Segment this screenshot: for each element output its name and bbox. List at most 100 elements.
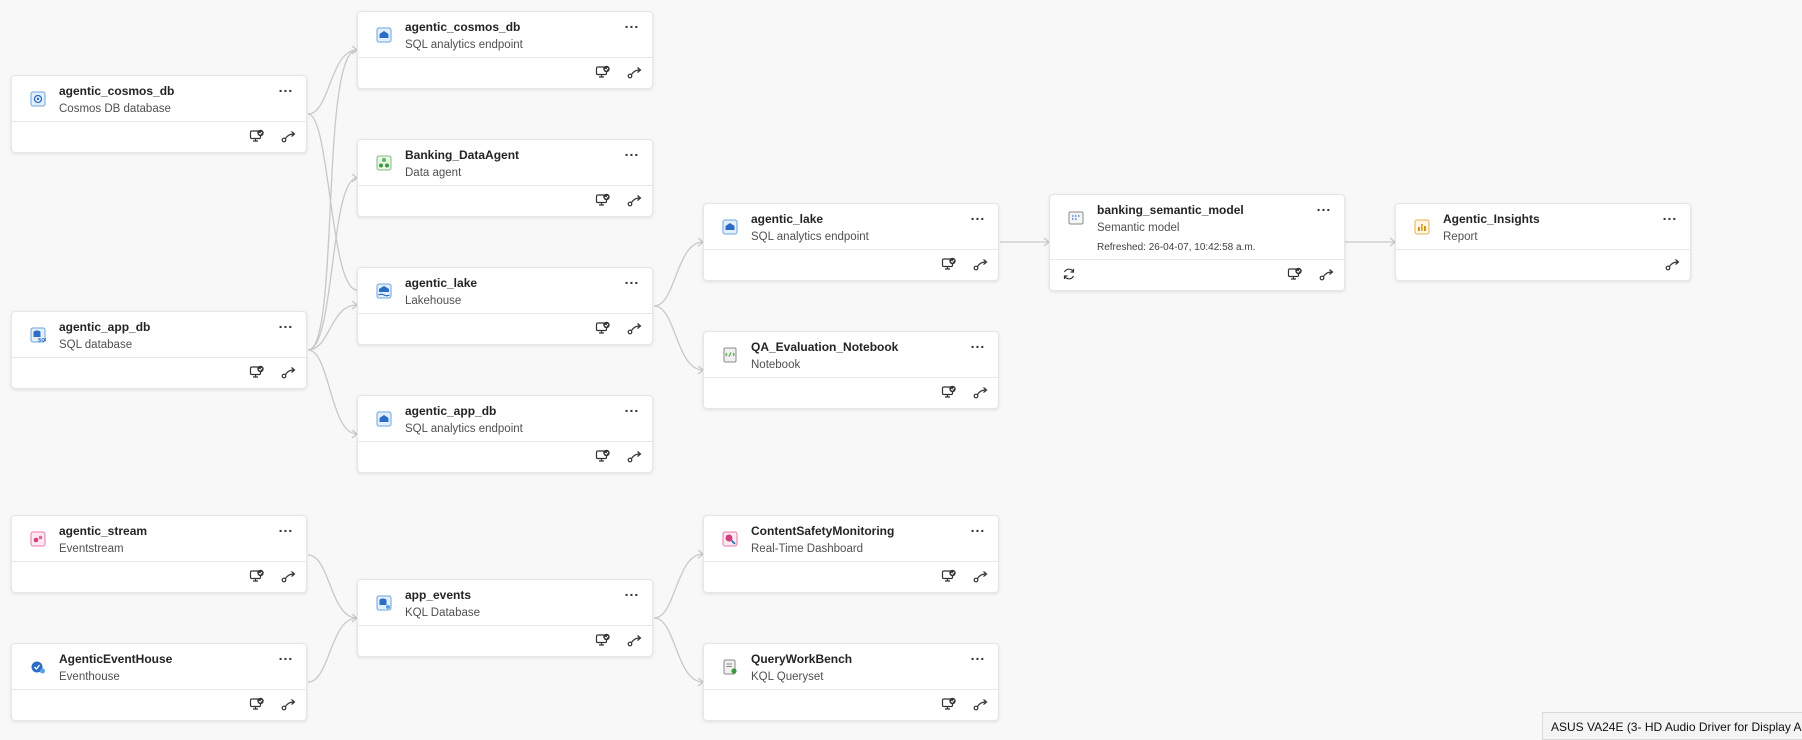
node-kql-db[interactable]: app_events KQL Database ...	[357, 579, 653, 657]
node-type: Semantic model	[1097, 222, 1180, 234]
lineage-icon[interactable]	[280, 567, 298, 585]
node-app-db[interactable]: SQL agentic_app_db SQL database ...	[11, 311, 307, 389]
more-options-button[interactable]: ...	[624, 143, 640, 159]
node-name: banking_semantic_model	[1097, 203, 1244, 217]
lineage-icon[interactable]	[1664, 255, 1682, 273]
node-type: Eventstream	[59, 543, 124, 555]
data-agent-icon	[375, 154, 393, 172]
impact-analysis-icon[interactable]	[594, 631, 612, 649]
node-name: agentic_stream	[59, 524, 148, 538]
report-icon	[1413, 218, 1431, 236]
lakehouse-icon	[375, 282, 393, 300]
node-name: AgenticEventHouse	[59, 652, 173, 666]
more-options-button[interactable]: ...	[624, 583, 640, 599]
impact-analysis-icon[interactable]	[248, 695, 266, 713]
node-lake-endpoint[interactable]: agentic_lake SQL analytics endpoint ...	[703, 203, 999, 281]
impact-analysis-icon[interactable]	[940, 695, 958, 713]
node-name: agentic_lake	[405, 276, 478, 290]
impact-analysis-icon[interactable]	[248, 567, 266, 585]
node-name: agentic_cosmos_db	[59, 84, 175, 98]
impact-analysis-icon[interactable]	[940, 383, 958, 401]
node-semantic-model[interactable]: banking_semantic_model Semantic model Re…	[1049, 194, 1345, 291]
more-options-button[interactable]: ...	[278, 315, 294, 331]
lineage-icon[interactable]	[626, 191, 644, 209]
sql-endpoint-icon	[375, 410, 393, 428]
more-options-button[interactable]: ...	[624, 399, 640, 415]
node-eventhouse[interactable]: AgenticEventHouse Eventhouse ...	[11, 643, 307, 721]
impact-analysis-icon[interactable]	[248, 127, 266, 145]
lineage-icon[interactable]	[280, 695, 298, 713]
node-app-db-endpoint[interactable]: agentic_app_db SQL analytics endpoint ..…	[357, 395, 653, 473]
node-cosmos-db[interactable]: agentic_cosmos_db Cosmos DB database ...	[11, 75, 307, 153]
more-options-button[interactable]: ...	[624, 15, 640, 31]
more-options-button[interactable]: ...	[278, 647, 294, 663]
node-type: Notebook	[751, 359, 801, 371]
impact-analysis-icon[interactable]	[248, 363, 266, 381]
lineage-icon[interactable]	[626, 63, 644, 81]
node-name: Agentic_Insights	[1443, 212, 1540, 226]
realtime-dashboard-icon	[721, 530, 739, 548]
lineage-icon[interactable]	[1318, 265, 1336, 283]
impact-analysis-icon[interactable]	[940, 567, 958, 585]
more-options-button[interactable]: ...	[970, 207, 986, 223]
cosmos-db-icon	[29, 90, 47, 108]
edge-eventhouse-to-kql-db	[307, 617, 358, 683]
node-name: app_events	[405, 588, 472, 602]
node-name: agentic_cosmos_db	[405, 20, 521, 34]
more-options-button[interactable]: ...	[1316, 198, 1332, 214]
node-type: Report	[1443, 231, 1478, 243]
edge-kql-db-to-queryset	[653, 617, 704, 683]
node-type: SQL analytics endpoint	[751, 231, 869, 243]
node-dashboard[interactable]: ContentSafetyMonitoring Real-Time Dashbo…	[703, 515, 999, 593]
node-type: KQL Queryset	[751, 671, 824, 683]
impact-analysis-icon[interactable]	[594, 447, 612, 465]
lineage-icon[interactable]	[972, 383, 990, 401]
kql-database-icon	[375, 594, 393, 612]
lineage-icon[interactable]	[972, 255, 990, 273]
impact-analysis-icon[interactable]	[1286, 265, 1304, 283]
more-options-button[interactable]: ...	[1662, 207, 1678, 223]
node-name: Banking_DataAgent	[405, 148, 520, 162]
node-name: agentic_lake	[751, 212, 824, 226]
sql-database-icon: SQL	[29, 326, 47, 344]
edge-lakehouse-to-notebook	[653, 305, 704, 371]
node-stream[interactable]: agentic_stream Eventstream ...	[11, 515, 307, 593]
node-report[interactable]: Agentic_Insights Report ...	[1395, 203, 1691, 281]
lineage-icon[interactable]	[626, 631, 644, 649]
node-notebook[interactable]: QA_Evaluation_Notebook Notebook ...	[703, 331, 999, 409]
node-data-agent[interactable]: Banking_DataAgent Data agent ...	[357, 139, 653, 217]
refresh-icon[interactable]	[1060, 265, 1078, 283]
eventhouse-icon	[29, 658, 47, 676]
edge-stream-to-kql-db	[307, 554, 358, 619]
more-options-button[interactable]: ...	[970, 647, 986, 663]
impact-analysis-icon[interactable]	[940, 255, 958, 273]
lineage-icon[interactable]	[972, 567, 990, 585]
impact-analysis-icon[interactable]	[594, 191, 612, 209]
sql-endpoint-icon	[375, 26, 393, 44]
lineage-icon[interactable]	[626, 319, 644, 337]
more-options-button[interactable]: ...	[624, 271, 640, 287]
node-type: KQL Database	[405, 607, 481, 619]
node-cosmos-endpoint[interactable]: agentic_cosmos_db SQL analytics endpoint…	[357, 11, 653, 89]
more-options-button[interactable]: ...	[278, 519, 294, 535]
more-options-button[interactable]: ...	[970, 519, 986, 535]
lineage-icon[interactable]	[280, 127, 298, 145]
node-queryset[interactable]: QueryWorkBench KQL Queryset ...	[703, 643, 999, 721]
impact-analysis-icon[interactable]	[594, 319, 612, 337]
node-name: QA_Evaluation_Notebook	[751, 340, 899, 354]
node-type: SQL analytics endpoint	[405, 39, 523, 51]
node-lakehouse[interactable]: agentic_lake Lakehouse ...	[357, 267, 653, 345]
edge-lakehouse-to-lake-endpoint	[653, 241, 704, 307]
node-type: Eventhouse	[59, 671, 120, 683]
svg-text:SQL: SQL	[38, 338, 46, 344]
lineage-icon[interactable]	[626, 447, 644, 465]
node-type: Lakehouse	[405, 295, 462, 307]
lineage-icon[interactable]	[972, 695, 990, 713]
node-type: Cosmos DB database	[59, 103, 171, 115]
impact-analysis-icon[interactable]	[594, 63, 612, 81]
more-options-button[interactable]: ...	[278, 79, 294, 95]
device-tooltip: ASUS VA24E (3- HD Audio Driver for Displ…	[1542, 712, 1802, 740]
more-options-button[interactable]: ...	[970, 335, 986, 351]
edge-app-db-to-app-endpoint	[307, 349, 358, 435]
lineage-icon[interactable]	[280, 363, 298, 381]
